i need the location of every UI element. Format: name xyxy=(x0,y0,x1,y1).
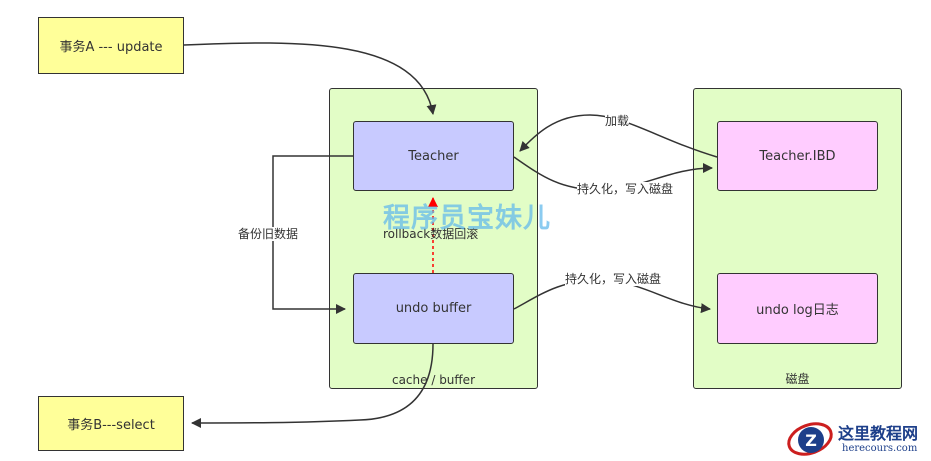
update-arrow xyxy=(183,42,437,115)
logo-title: 这里教程网 xyxy=(838,424,919,443)
z-logo-icon: Z xyxy=(787,422,833,456)
undo-buffer-node: undo buffer xyxy=(353,273,514,344)
svg-text:Z: Z xyxy=(805,431,817,450)
rollback-label: rollback数据回滚 xyxy=(383,227,479,241)
transaction-b-label: 事务B---select xyxy=(67,418,155,433)
teacher-node: Teacher xyxy=(353,121,514,191)
load-label: 加载 xyxy=(605,114,630,128)
persist-teacher-label: 持久化，写入磁盘 xyxy=(577,182,674,196)
watermark-text: 程序员宝妹儿 xyxy=(383,203,551,234)
undo-log-node: undo log日志 xyxy=(717,273,878,344)
undo-log-label: undo log日志 xyxy=(756,303,839,318)
cache-buffer-label: cache / buffer xyxy=(391,373,475,387)
load-arrow xyxy=(519,114,718,158)
transaction-a-label: 事务A --- update xyxy=(59,40,163,55)
teacher-ibd-node: Teacher.IBD xyxy=(717,121,878,191)
logo-subtitle: herecours.com xyxy=(842,443,918,454)
transaction-b-node: 事务B---select xyxy=(38,396,184,451)
teacher-label: Teacher xyxy=(408,148,459,164)
disk-region-label: 磁盘 xyxy=(785,372,810,386)
undo-buffer-label: undo buffer xyxy=(395,301,472,316)
backup-label: 备份旧数据 xyxy=(238,227,299,241)
transaction-a-node: 事务A --- update xyxy=(38,17,184,74)
persist-undo-label: 持久化，写入磁盘 xyxy=(565,272,662,286)
select-arrow xyxy=(191,343,434,428)
teacher-ibd-label: Teacher.IBD xyxy=(759,148,836,164)
